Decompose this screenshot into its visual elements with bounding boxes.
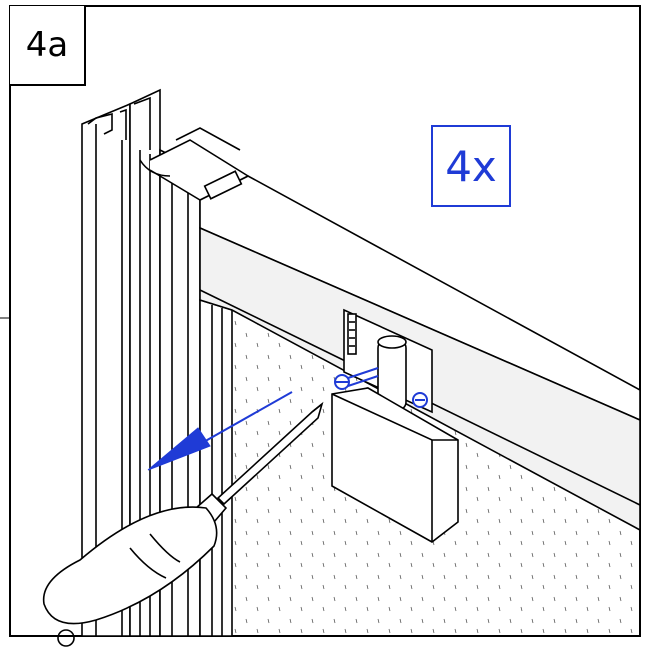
step-label: 4a (10, 6, 86, 86)
quantity-badge: 4x (431, 125, 511, 207)
arrow-icon (147, 391, 293, 471)
screw-icon (334, 367, 428, 408)
screwdriver-icon (42, 401, 324, 647)
hinge-assembly (331, 308, 459, 543)
